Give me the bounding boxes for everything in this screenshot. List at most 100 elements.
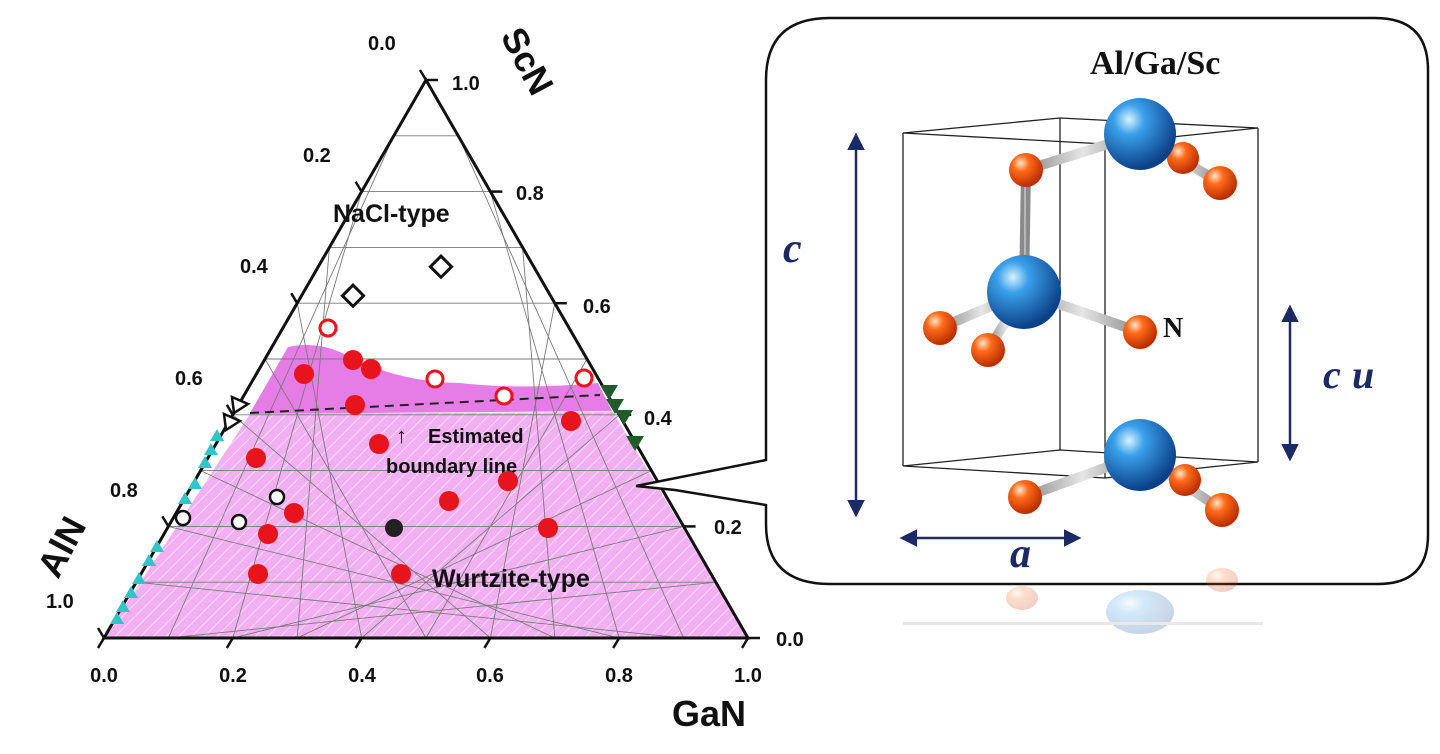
- nitrogen-atom: [1123, 315, 1157, 349]
- filled-red-circle: [538, 518, 558, 538]
- grid-line: [200, 470, 555, 639]
- cyan-triangles: [110, 429, 224, 624]
- diamond-marker: [340, 282, 366, 309]
- tick-mark: [290, 292, 299, 304]
- nitrogen-atom: [923, 311, 957, 345]
- nitrogen-label: N: [1163, 313, 1183, 344]
- cyan-triangle-marker: [210, 429, 224, 441]
- green-triangle-marker: [600, 385, 618, 400]
- grid-line: [489, 303, 556, 639]
- tick-mark: [418, 69, 428, 81]
- unit-cell: [902, 117, 1259, 479]
- scn-tick-0-8: 0.8: [516, 183, 544, 205]
- metal-atom: [1104, 419, 1176, 491]
- gan-tick-0-6: 0.6: [476, 665, 504, 687]
- boundary-arrow: ↑: [396, 423, 407, 448]
- open-triangle-marker: [230, 394, 251, 416]
- nitrogen-atom: [971, 333, 1005, 367]
- filled-red-circle: [248, 564, 268, 584]
- tick-mark: [740, 637, 750, 649]
- filled-red-circle: [284, 503, 304, 523]
- grid-line: [168, 525, 620, 639]
- cyan-triangle-marker: [110, 612, 124, 624]
- aln-tick-0-2: 0.2: [303, 145, 331, 167]
- atoms: [923, 98, 1239, 527]
- cyan-triangle-marker: [142, 554, 156, 566]
- grid-line: [425, 358, 588, 639]
- aln-tick-0-0: 0.0: [368, 33, 396, 55]
- param-a-label: a: [1010, 531, 1031, 577]
- boundary-region: [250, 344, 612, 414]
- filled-red-circle: [439, 491, 459, 511]
- aln-tick-0-4: 0.4: [240, 256, 269, 278]
- grid-line: [522, 247, 556, 639]
- filled-red-circle: [561, 411, 581, 431]
- boundary-label-line2: boundary line: [386, 456, 517, 478]
- cyan-triangle-marker: [150, 540, 164, 552]
- cyan-triangle-marker: [188, 477, 202, 489]
- param-cu-u-label: u: [1352, 352, 1374, 397]
- grid-line: [457, 135, 685, 639]
- filled-red-circle: [361, 359, 381, 379]
- structure-title: Al/Ga/Sc: [1090, 45, 1220, 82]
- filled-red-circle: [258, 524, 278, 544]
- metal-atom: [1104, 98, 1176, 170]
- filled-black-circle: [385, 519, 403, 537]
- reflection: [903, 568, 1263, 634]
- gan-axis-label: GaN: [672, 693, 746, 734]
- tick-mark: [225, 637, 234, 649]
- param-cu-c-label: c: [1323, 352, 1341, 397]
- tick-mark: [96, 637, 106, 649]
- grid-line: [232, 414, 491, 639]
- scn-tick-0-2: 0.2: [714, 517, 742, 539]
- param-c-label: c: [783, 226, 802, 272]
- gan-tick-0-0: 0.0: [90, 665, 118, 687]
- nitrogen-atom: [1205, 493, 1239, 527]
- aln-tick-0-8: 0.8: [110, 480, 138, 502]
- open-red-circle: [425, 369, 445, 389]
- green-triangle-marker: [626, 436, 644, 451]
- filled-red-circle: [246, 448, 266, 468]
- ternary-diagram: 1.0 0.8 0.6 0.4 0.2 0.0 0.0 0.2 0.4 0.6 …: [29, 21, 804, 734]
- nitrogen-atom: [1203, 166, 1237, 200]
- scn-tick-1-0: 1.0: [452, 73, 480, 95]
- grid-line: [136, 581, 684, 639]
- scn-tick-0-4: 0.4: [644, 408, 673, 430]
- cyan-triangle-marker: [132, 572, 146, 584]
- open-black-circle: [268, 488, 286, 506]
- cyan-triangle-marker: [204, 443, 218, 455]
- lattice-arrows: [847, 132, 1299, 547]
- metal-atom: [987, 255, 1061, 329]
- filled-red-circle: [391, 564, 411, 584]
- open-red-circle: [574, 368, 594, 388]
- gan-tick-0-4: 0.4: [348, 665, 377, 687]
- aln-axis-label: AlN: [29, 510, 94, 584]
- open-red-circle: [318, 318, 338, 338]
- cyan-triangle-marker: [116, 600, 130, 612]
- structure-callout: Al/Ga/Sc N c c u a: [635, 16, 1430, 634]
- green-triangle-marker: [606, 399, 624, 414]
- filled-red-circle: [369, 434, 389, 454]
- tick-mark: [161, 515, 170, 528]
- tick-mark: [483, 637, 492, 649]
- cyan-triangle-marker: [198, 456, 212, 468]
- boundary-label-line1: Estimated: [428, 426, 524, 448]
- nitrogen-atom: [1009, 153, 1043, 187]
- gan-tick-0-2: 0.2: [219, 665, 247, 687]
- grid-line: [489, 191, 620, 639]
- wurtzite-region-label: Wurtzite-type: [432, 565, 590, 593]
- ternary-ticks: [96, 69, 760, 649]
- filled-red-circle: [498, 471, 518, 491]
- scn-axis-label: ScN: [493, 21, 562, 102]
- open-triangle-marker: [222, 411, 243, 433]
- tick-mark: [612, 637, 621, 649]
- green-triangle-marker: [615, 410, 633, 425]
- boundary-line: [249, 394, 601, 414]
- scn-tick-0-0: 0.0: [776, 629, 804, 651]
- filled-red-circle: [345, 395, 365, 415]
- tick-mark: [354, 637, 363, 649]
- wurtzite-region: [104, 412, 748, 638]
- tick-mark: [96, 627, 106, 639]
- tick-mark: [354, 180, 363, 193]
